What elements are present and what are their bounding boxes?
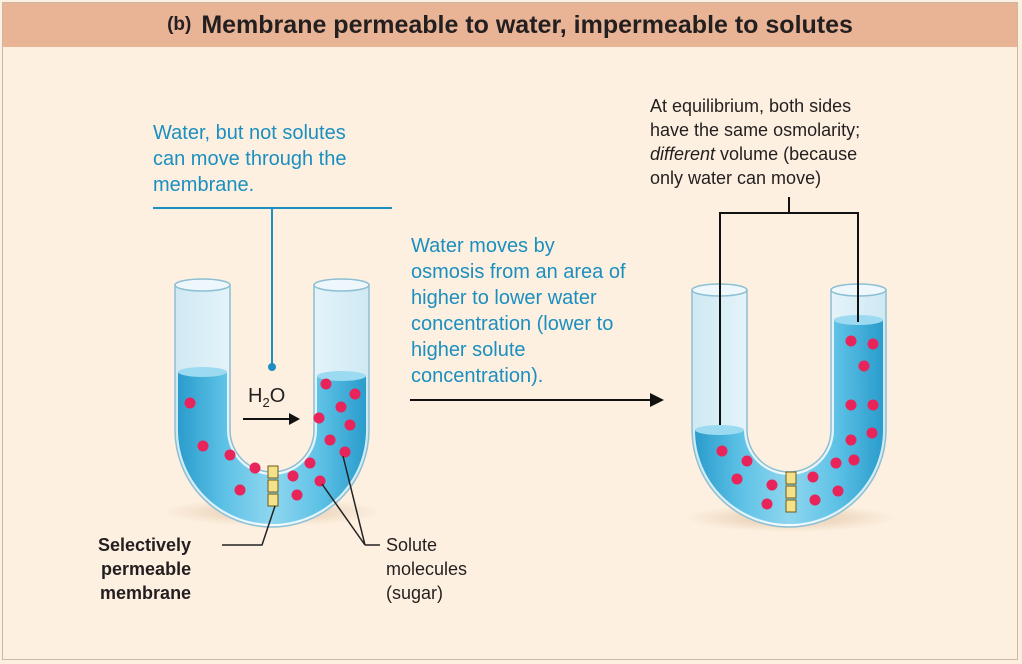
left-arm-rim [174,278,231,292]
equilibrium-note: At equilibrium, both sides have the same… [650,94,860,190]
main-process-arrow [410,393,664,407]
water-flow-arrow [243,413,300,425]
membrane-label-line-1: Selectively [98,535,192,555]
right-note-line-3-rest: volume (because [715,144,858,164]
membrane-permeability-note: Water, but not solutes can move through … [153,120,346,198]
water-label-rest: O [269,385,286,407]
solute-label: Solute molecules (sugar) [386,533,467,605]
water-label: H2O [248,385,285,410]
right-tube-water [695,320,883,524]
figure-header: (b) Membrane permeable to water, imperme… [3,3,1017,47]
figure-title: Membrane permeable to water, impermeable… [201,10,853,39]
right-note-line-4: only water can move) [650,168,822,188]
solute-leader-lines [321,455,380,546]
left-solute-molecules [184,378,361,501]
right-membrane [785,471,797,513]
middle-note-line-6: concentration). [411,365,544,387]
panel-label: (b) [167,14,192,35]
middle-note-line-4: concentration (lower to [411,313,614,335]
right-u-tube [685,283,895,532]
left-note-pointer [153,207,392,371]
right-note-emphasis: different [650,144,716,164]
left-note-line-3: membrane. [153,174,255,196]
left-membrane [267,465,279,507]
membrane-label: Selectively permeable membrane [98,533,191,605]
membrane-label-line-3: membrane [100,583,192,603]
left-note-line-2: can move through the [153,148,347,170]
membrane-leader-line [222,505,276,546]
left-u-tube [162,278,382,528]
right-arm-rim [313,278,370,292]
membrane-label-line-2: permeable [101,559,192,579]
right-note-line-1: At equilibrium, both sides [650,96,852,116]
right-tube-low-surface [695,425,744,435]
right-note-line-2: have the same osmolarity; [650,120,861,140]
left-arm-water-surface [178,367,227,377]
middle-note-line-2: osmosis from an area of [411,261,626,283]
solute-label-line-2: molecules [386,559,468,579]
water-label-subscript: 2 [262,395,270,410]
middle-note-line-3: higher to lower water [411,287,597,309]
middle-note-line-5: higher solute [411,339,526,361]
solute-label-line-1: Solute [386,535,438,555]
water-label-base: H [248,385,263,407]
solute-label-line-3: (sugar) [386,583,444,603]
right-solute-molecules [716,335,879,510]
left-note-line-1: Water, but not solutes [153,122,346,144]
osmosis-explanation-note: Water moves by osmosis from an area of h… [411,233,626,389]
right-note-line-3: different volume (because [650,142,860,166]
right-arm-water-surface [317,371,366,381]
middle-note-line-1: Water moves by [411,235,555,257]
